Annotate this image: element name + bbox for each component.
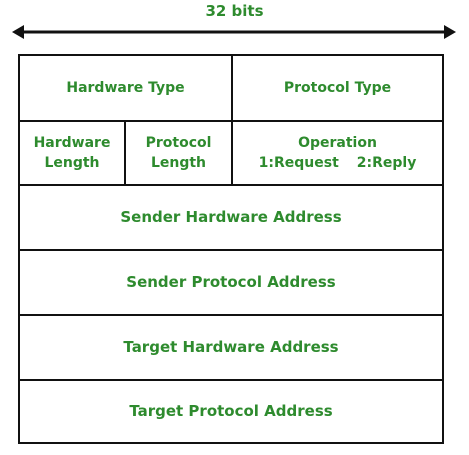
sender-protocol-address-label: Sender Protocol Address (126, 272, 336, 291)
operation-field: Operation 1:Request 2:Reply (231, 120, 442, 184)
operation-request-value: 1:Request (258, 155, 339, 171)
target-protocol-address-field: Target Protocol Address (20, 379, 442, 442)
arp-packet-diagram: Hardware Type Protocol Type Hardware Len… (18, 54, 444, 444)
sender-hardware-address-field: Sender Hardware Address (20, 184, 442, 249)
protocol-type-field: Protocol Type (231, 56, 442, 120)
protocol-length-label-line2: Length (150, 155, 207, 171)
target-protocol-address-label: Target Protocol Address (129, 401, 333, 420)
hardware-length-field: Hardware Length (20, 120, 124, 184)
operation-reply-value: 2:Reply (356, 155, 417, 171)
hardware-length-label-line1: Hardware (33, 134, 111, 151)
protocol-length-label-line1: Protocol (145, 134, 212, 151)
target-hardware-address-field: Target Hardware Address (20, 314, 442, 379)
protocol-type-label: Protocol Type (283, 79, 392, 96)
hardware-type-field: Hardware Type (20, 56, 231, 120)
sender-hardware-address-label: Sender Hardware Address (120, 207, 342, 226)
width-double-arrow (12, 25, 456, 39)
hardware-length-label-line2: Length (44, 155, 100, 171)
protocol-length-field: Protocol Length (124, 120, 231, 184)
hardware-type-label: Hardware Type (66, 79, 185, 96)
operation-label: Operation (298, 134, 377, 151)
target-hardware-address-label: Target Hardware Address (123, 337, 339, 356)
sender-protocol-address-field: Sender Protocol Address (20, 249, 442, 314)
width-label: 32 bits (205, 2, 264, 20)
